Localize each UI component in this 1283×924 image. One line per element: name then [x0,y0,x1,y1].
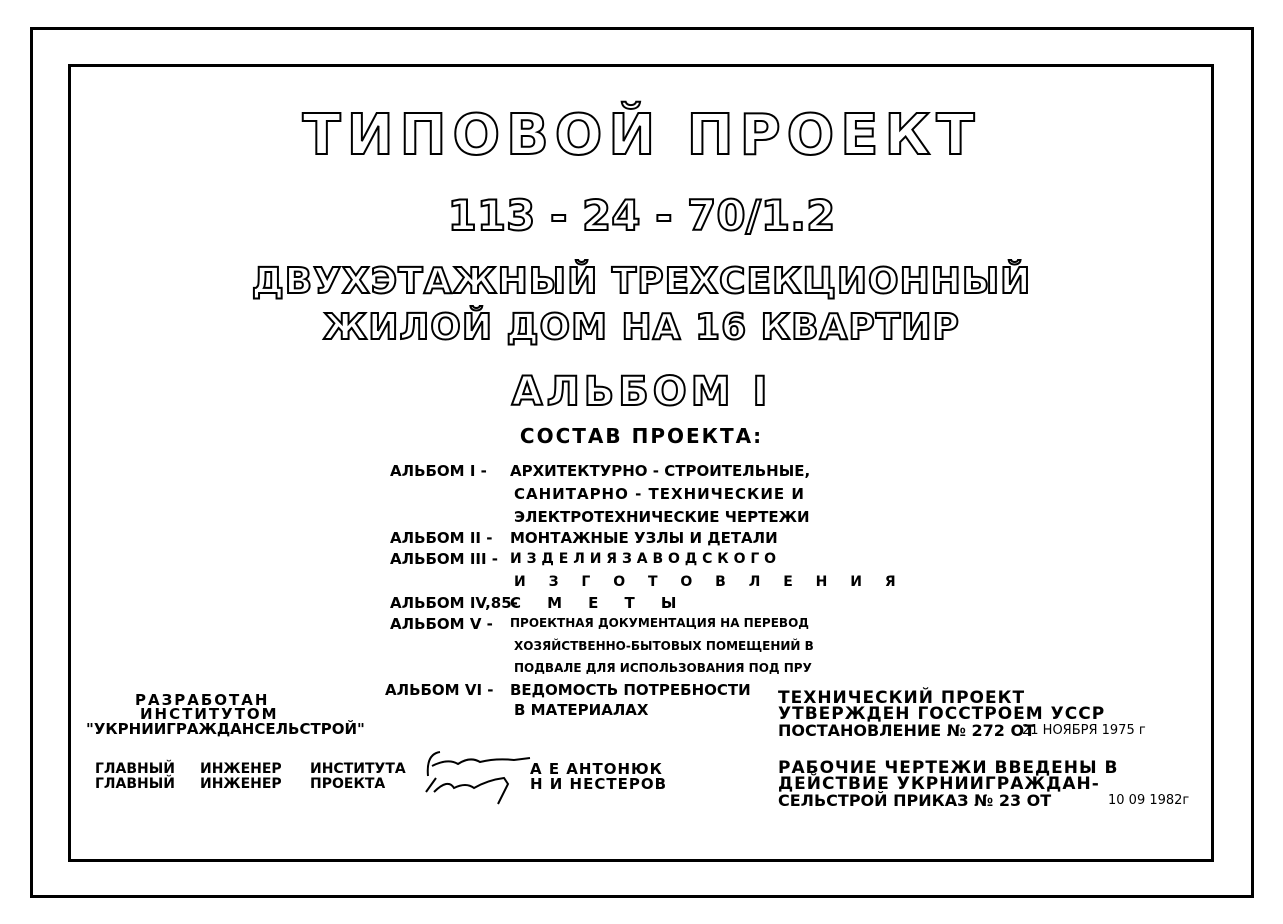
album-1-line: САНИТАРНО - ТЕХНИЧЕСКИЕ И [514,485,805,503]
album-5-line: ПОДВАЛЕ ДЛЯ ИСПОЛЬЗОВАНИЯ ПОД ПРУ [514,661,812,675]
album-6-label: АЛЬБОМ VI - [385,681,494,699]
project-number: 113 - 24 - 70/1.2 [447,191,837,240]
signatory-name: Н И НЕСТЕРОВ [530,775,668,793]
enactment-line-3: СЕЛЬСТРОЙ ПРИКАЗ № 23 ОТ [778,791,1052,810]
enactment-line-2: ДЕЙСТВИЕ УКРНИИГРАЖДАН- [778,774,1100,794]
album-1-line: ЭЛЕКТРОТЕХНИЧЕСКИЕ ЧЕРТЕЖИ [514,508,810,526]
album-6-line: В МАТЕРИАЛАХ [514,701,649,719]
signature-role: ГЛАВНЫЙ [95,776,175,792]
album-4-label: АЛЬБОМ IV,85- [390,594,518,612]
album-2-label: АЛЬБОМ II - [390,529,493,547]
album-5-label: АЛЬБОМ V - [390,615,493,633]
album-3-line: И З Г О Т О В Л Е Н И Я [514,574,905,590]
subtitle-line-2: ЖИЛОЙ ДОМ НА 16 КВАРТИР [322,307,960,348]
developer-institute: "УКРНИИГРАЖДАНСЕЛЬСТРОЙ" [86,720,365,738]
signature-role: ГЛАВНЫЙ [95,761,175,777]
album-3-label: АЛЬБОМ III - [390,550,499,568]
approval-line-3: ПОСТАНОВЛЕНИЕ № 272 ОТ [778,721,1036,740]
album-1-line: АРХИТЕКТУРНО - СТРОИТЕЛЬНЫЕ, [510,462,811,480]
approval-line-2: УТВЕРЖДЕН ГОССТРОЕМ УССР [778,704,1106,724]
outer-frame [30,27,1254,898]
album-1-label: АЛЬБОМ I - [390,462,487,480]
album-2-line: МОНТАЖНЫЕ УЗЛЫ И ДЕТАЛИ [510,529,778,547]
signatory-name: А Е АНТОНЮК [530,760,663,778]
developer-line-1: РАЗРАБОТАН [135,691,270,709]
document-title: ТИПОВОЙ ПРОЕКТ [302,103,981,168]
approval-line-1: ТЕХНИЧЕСКИЙ ПРОЕКТ [778,688,1026,708]
developer-line-2: ИНСТИТУТОМ [140,705,279,723]
signature-role: ПРОЕКТА [310,776,386,792]
album-3-line: И З Д Е Л И Я З А В О Д С К О Г О [510,551,777,567]
album-5-line: ПРОЕКТНАЯ ДОКУМЕНТАЦИЯ НА ПЕРЕВОД [510,616,809,630]
signature-role: ИНСТИТУТА [310,761,406,777]
album-title: АЛЬБОМ I [511,369,772,415]
subtitle-line-1: ДВУХЭТАЖНЫЙ ТРЕХСЕКЦИОННЫЙ [251,261,1032,302]
inner-frame [68,64,1214,862]
signature-role: ИНЖЕНЕР [200,761,282,777]
album-4-line: С М Е Т Ы [510,594,677,612]
signature-role: ИНЖЕНЕР [200,776,282,792]
enactment-line-1: РАБОЧИЕ ЧЕРТЕЖИ ВВЕДЕНЫ В [778,758,1119,778]
enactment-date: 10 09 1982г [1108,793,1190,808]
album-6-line: ВЕДОМОСТЬ ПОТРЕБНОСТИ [510,681,751,699]
album-5-line: ХОЗЯЙСТВЕННО-БЫТОВЫХ ПОМЕЩЕНИЙ В [514,639,814,653]
handwritten-signatures [425,751,531,805]
composition-heading: СОСТАВ ПРОЕКТА: [519,424,764,448]
approval-date: 21 НОЯБРЯ 1975 г [1022,723,1146,738]
